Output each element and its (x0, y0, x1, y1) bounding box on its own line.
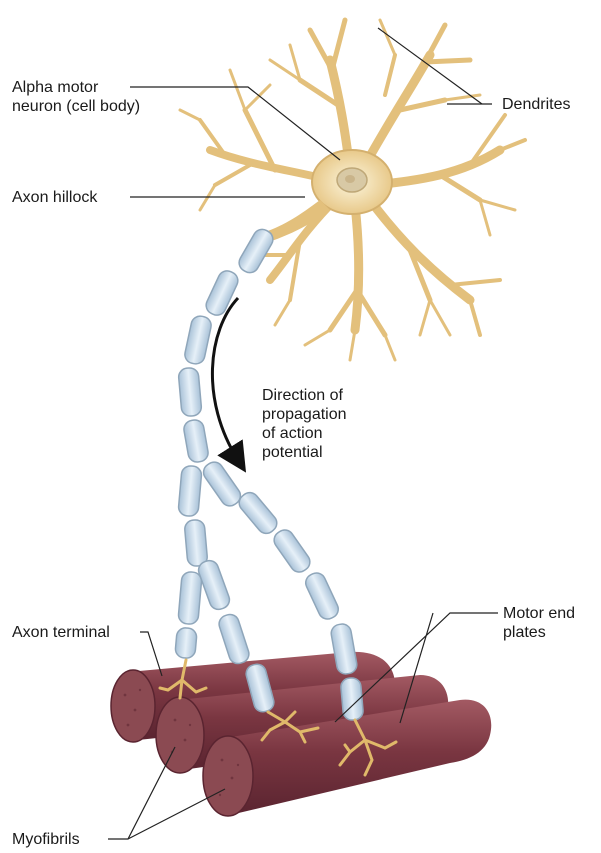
label-direction-line3: of action (262, 424, 347, 443)
label-dendrites: Dendrites (502, 95, 570, 114)
myelinated-axon-illustration (175, 226, 364, 721)
label-alpha-motor-neuron-line2: neuron (cell body) (12, 97, 140, 116)
label-axon-hillock: Axon hillock (12, 188, 97, 207)
label-motor-end-plates-line2: plates (503, 623, 575, 642)
label-alpha-motor-neuron-line1: Alpha motor (12, 78, 140, 97)
label-direction-line2: propagation (262, 405, 347, 424)
label-myofibrils: Myofibrils (12, 830, 80, 849)
label-motor-end-plates-line1: Motor end (503, 604, 575, 623)
label-motor-end-plates: Motor end plates (503, 604, 575, 642)
label-direction-line4: potential (262, 443, 347, 462)
label-axon-terminal: Axon terminal (12, 623, 110, 642)
label-direction-of-propagation: Direction of propagation of action poten… (262, 386, 347, 462)
label-alpha-motor-neuron: Alpha motor neuron (cell body) (12, 78, 140, 116)
propagation-arrow (212, 298, 238, 460)
label-direction-line1: Direction of (262, 386, 347, 405)
leader-alpha-motor-neuron (130, 87, 340, 160)
